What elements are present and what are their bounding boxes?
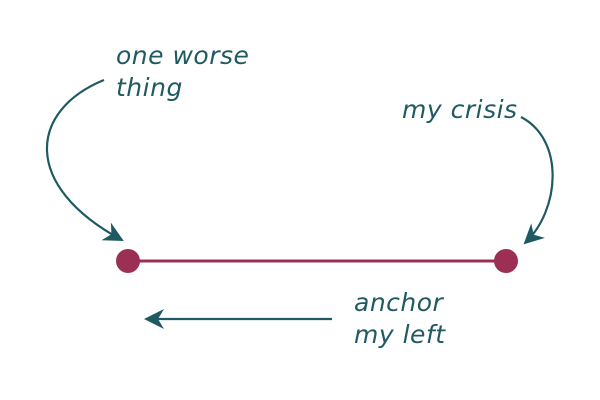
label-anchor-my-left: anchor my left [354,288,446,349]
left-endpoint-dot [116,249,140,273]
right-endpoint-dot [494,249,518,273]
curved-arrow-to-left-endpoint [45,78,124,241]
label-my-crisis: my crisis [402,95,518,124]
label-one-worse-thing: one worse thing [116,41,250,102]
curved-arrow-to-right-endpoint [520,116,554,245]
